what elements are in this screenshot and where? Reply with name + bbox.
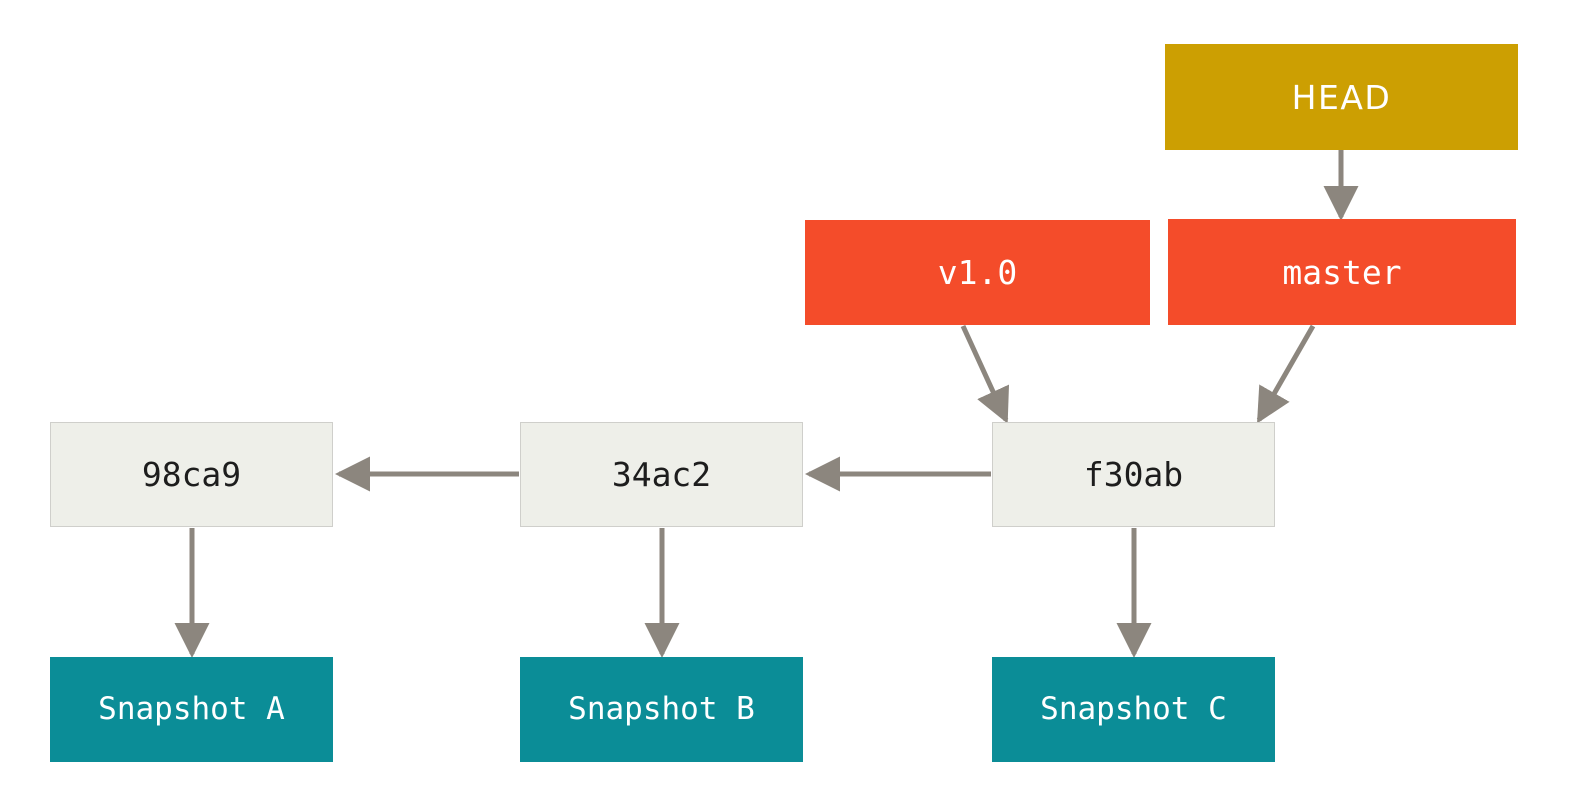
node-snapshot-b[interactable]: Snapshot B [520, 657, 803, 762]
node-tag-v1-0-label: v1.0 [937, 253, 1018, 292]
node-snapshot-a[interactable]: Snapshot A [50, 657, 333, 762]
node-branch-master[interactable]: master [1168, 219, 1516, 325]
edge-master-to-f30ab [1256, 324, 1316, 424]
node-tag-v1-0[interactable]: v1.0 [805, 220, 1150, 325]
node-commit-f30ab-label: f30ab [1083, 455, 1184, 494]
node-commit-f30ab[interactable]: f30ab [992, 422, 1275, 527]
node-snapshot-c-label: Snapshot C [1040, 691, 1227, 727]
node-snapshot-a-label: Snapshot A [98, 691, 285, 727]
node-head[interactable]: HEAD [1165, 44, 1518, 150]
edge-v1-0-to-f30ab [960, 324, 1010, 424]
node-commit-98ca9[interactable]: 98ca9 [50, 422, 333, 527]
node-head-label: HEAD [1291, 77, 1392, 117]
node-branch-master-label: master [1282, 252, 1402, 292]
node-snapshot-c[interactable]: Snapshot C [992, 657, 1275, 762]
node-commit-34ac2[interactable]: 34ac2 [520, 422, 803, 527]
node-commit-34ac2-label: 34ac2 [611, 455, 712, 494]
node-commit-98ca9-label: 98ca9 [141, 455, 242, 494]
node-snapshot-b-label: Snapshot B [568, 691, 755, 727]
